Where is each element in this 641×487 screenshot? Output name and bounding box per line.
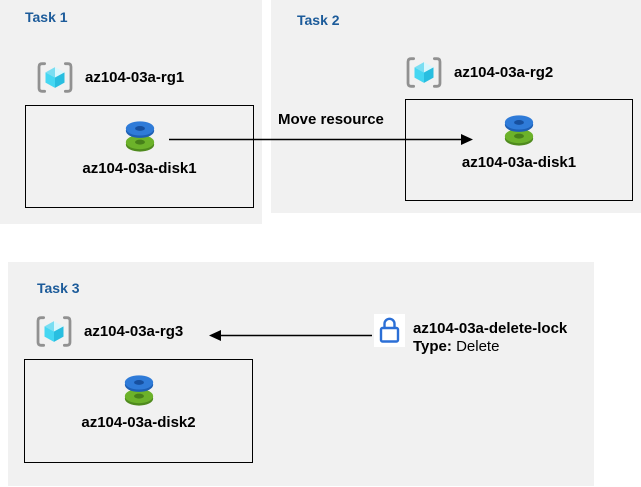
- task3-resource-group-label: az104-03a-rg3: [84, 322, 184, 340]
- task1-disk-label: az104-03a-disk1: [82, 160, 197, 177]
- disk-icon: [121, 119, 159, 153]
- delete-lock-callout: az104-03a-delete-lock Type: Delete: [374, 314, 567, 356]
- task1-resource-group-row: az104-03a-rg1: [36, 60, 184, 94]
- task2-resource-group-label: az104-03a-rg2: [454, 63, 554, 81]
- task1-resource-group-label: az104-03a-rg1: [85, 68, 185, 86]
- lock-icon: [374, 314, 405, 347]
- delete-lock-name: az104-03a-delete-lock: [413, 320, 568, 337]
- task3-heading: Task 3: [37, 280, 80, 296]
- delete-lock-type-line: Type: Delete: [413, 338, 567, 356]
- task2-disk-label: az104-03a-disk1: [461, 154, 577, 171]
- delete-lock-type-value: Delete: [456, 338, 500, 355]
- task1-resource-box: az104-03a-disk1: [25, 105, 254, 208]
- resource-group-icon: [35, 315, 73, 348]
- resource-group-icon: [405, 56, 443, 89]
- resource-group-icon: [36, 61, 74, 94]
- task2-heading: Task 2: [297, 12, 340, 28]
- move-resource-label: Move resource: [278, 111, 384, 128]
- task1-panel: Task 1 az104-03a-rg1 az104-03a-disk1: [0, 0, 262, 224]
- delete-lock-text: az104-03a-delete-lock Type: Delete: [413, 314, 567, 356]
- task3-resource-group-row: az104-03a-rg3: [35, 314, 183, 348]
- task3-resource-box: az104-03a-disk2: [24, 359, 253, 463]
- task3-panel: Task 3 az104-03a-rg3 az104-03a-disk2: [8, 262, 594, 486]
- task2-resource-box: az104-03a-disk1: [405, 99, 633, 201]
- disk-icon: [120, 373, 158, 407]
- delete-lock-type-label: Type:: [413, 338, 452, 355]
- disk-icon: [500, 113, 538, 147]
- task2-resource-group-row: az104-03a-rg2: [405, 55, 553, 89]
- task2-panel: Task 2 az104-03a-rg2 az104-03a-disk1: [271, 0, 641, 213]
- task1-heading: Task 1: [25, 9, 68, 25]
- task3-disk-label: az104-03a-disk2: [81, 414, 196, 431]
